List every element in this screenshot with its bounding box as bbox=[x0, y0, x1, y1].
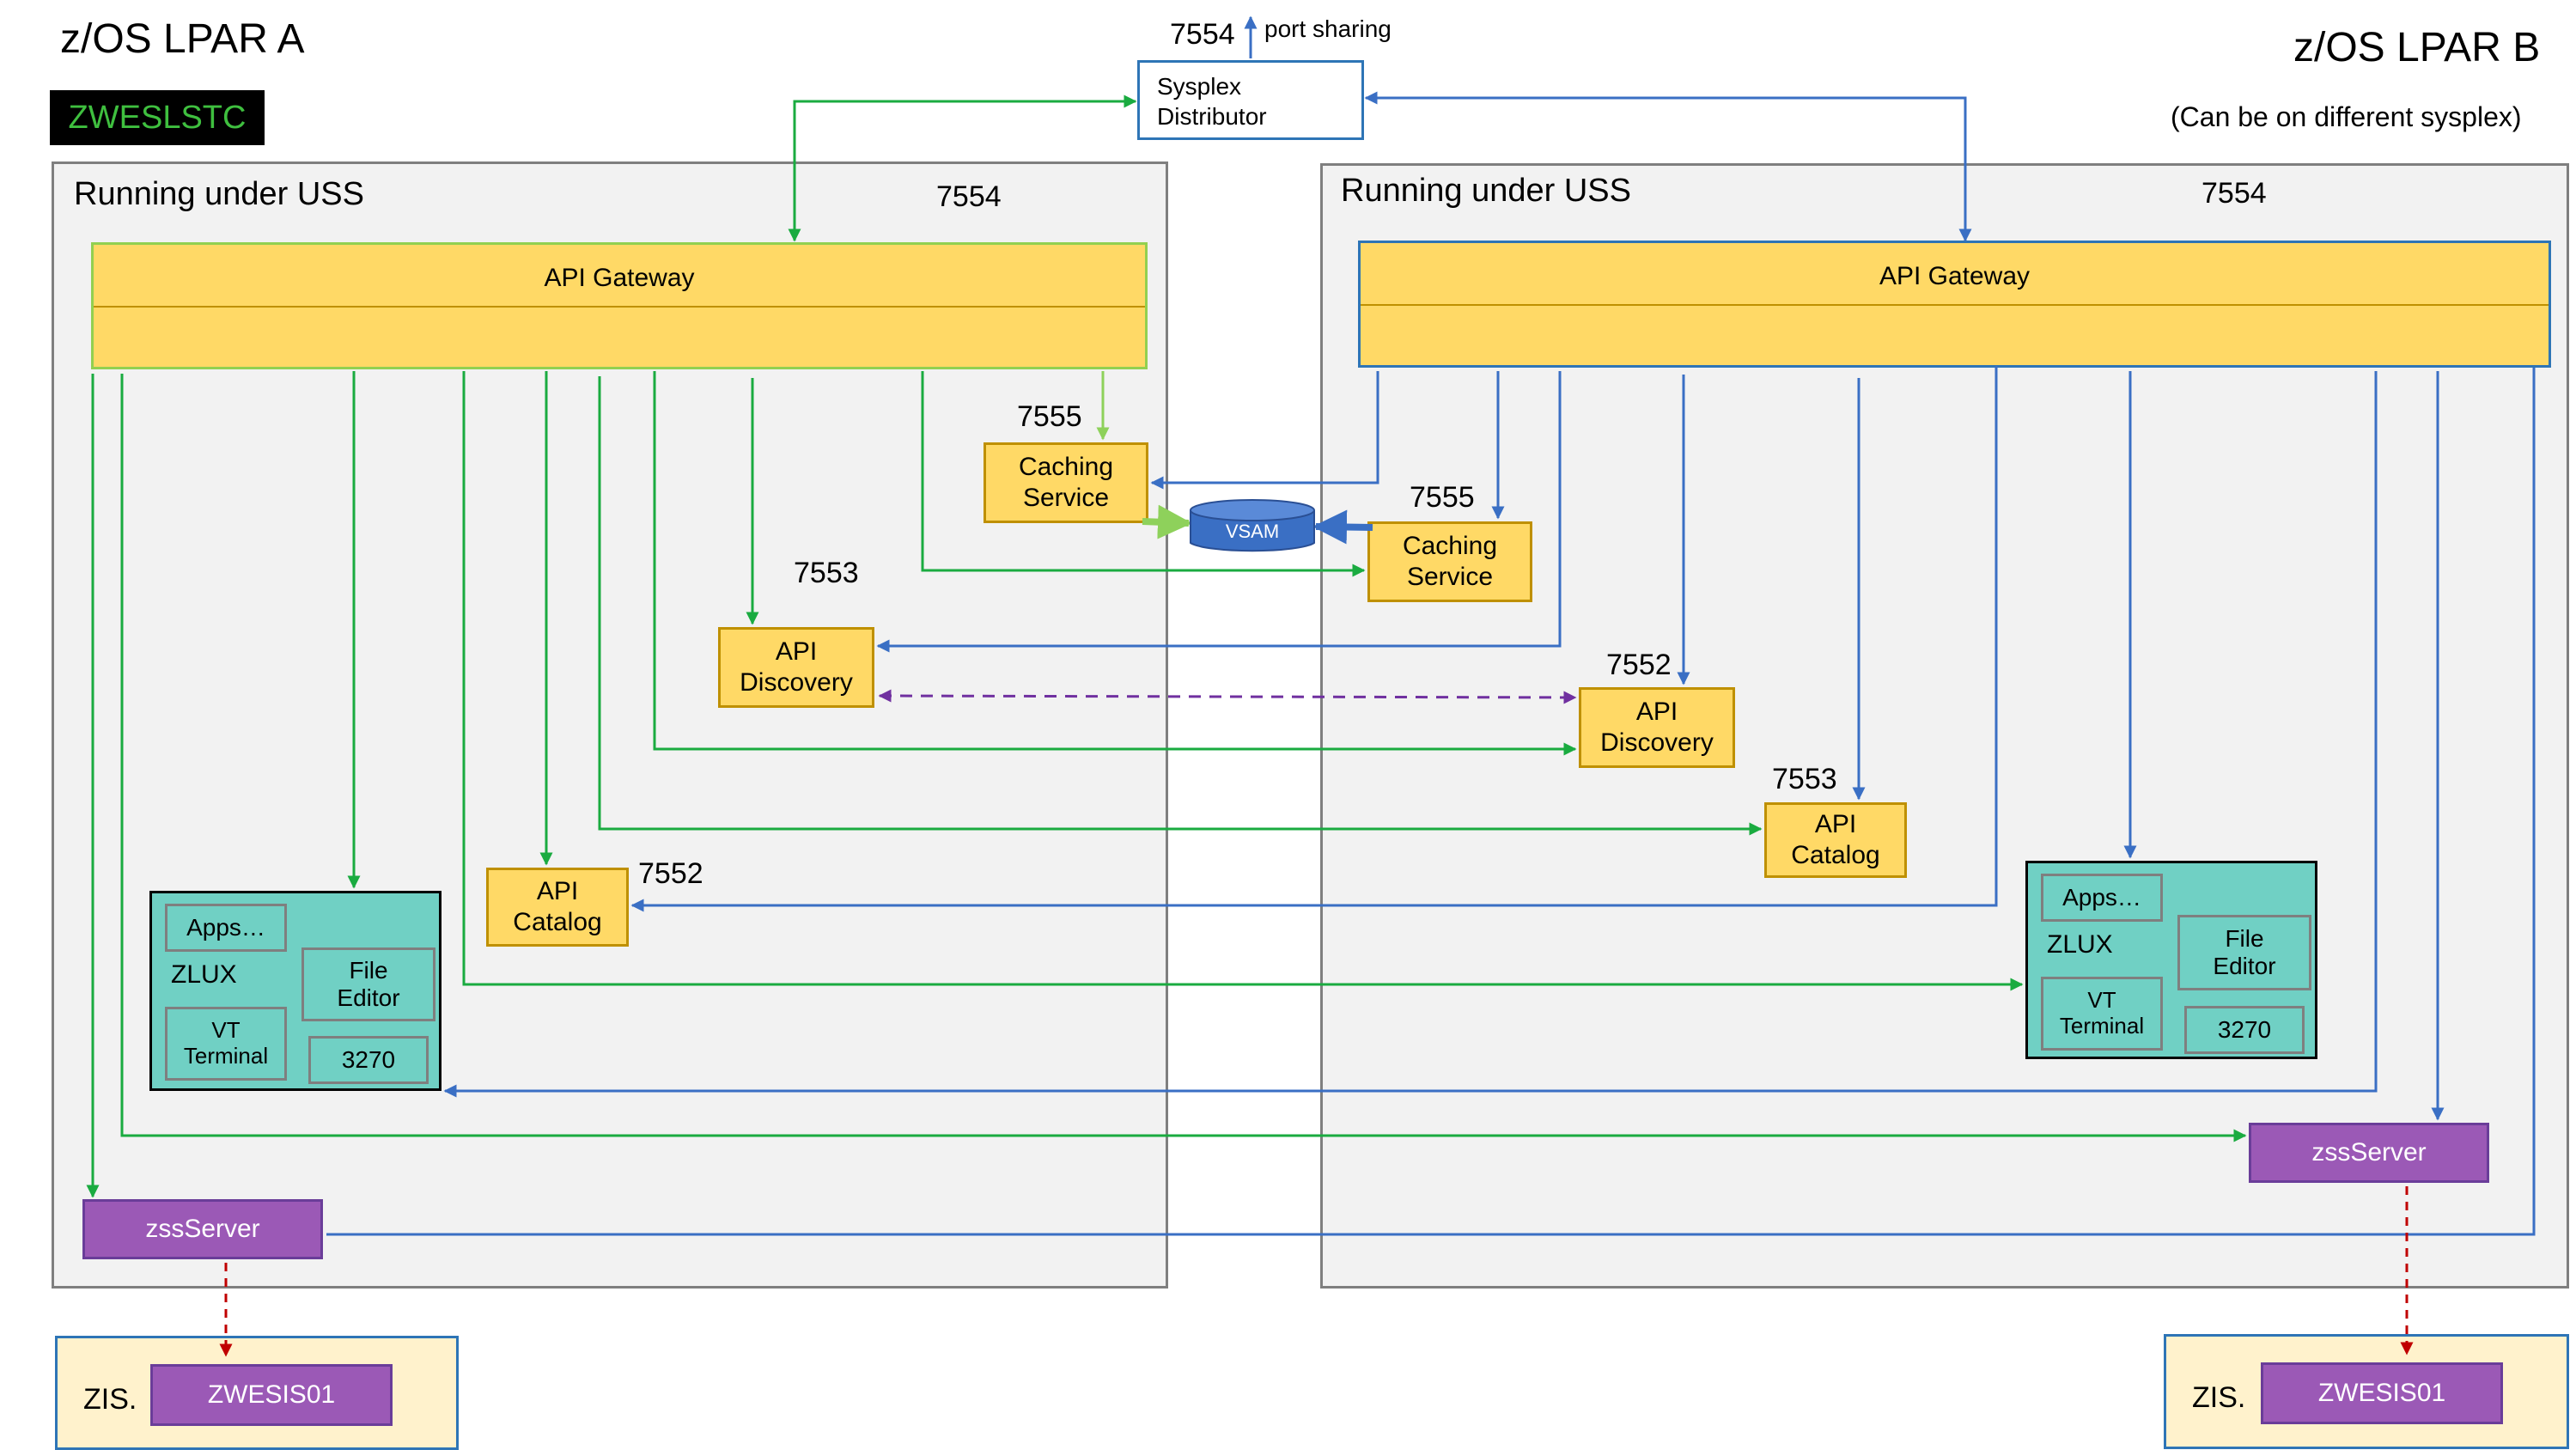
sysplex-port: 7554 bbox=[1170, 18, 1235, 51]
gw-b-to-caching-a bbox=[1150, 371, 1379, 490]
sysplex-to-gateway-b bbox=[1364, 91, 1972, 242]
caching-port-b: 7555 bbox=[1410, 481, 1475, 514]
sysplex-distributor-label: Sysplex Distributor bbox=[1157, 73, 1267, 130]
caching-service-a-label: Caching Service bbox=[1018, 453, 1114, 512]
gw-a-to-zss-b bbox=[120, 374, 2247, 1142]
zlux-a-apps: Apps… bbox=[165, 904, 287, 952]
gw-b-to-discovery-a bbox=[876, 371, 1562, 653]
lpar-a-title: z/OS LPAR A bbox=[60, 16, 305, 62]
zis-a-label: ZIS. bbox=[83, 1383, 137, 1416]
gw-b-to-catalog-a bbox=[630, 366, 1998, 912]
zlux-a: Apps… ZLUX File Editor VT Terminal 3270 bbox=[149, 891, 442, 1091]
zlux-a-vt-terminal-label: VT Terminal bbox=[183, 1017, 269, 1069]
gw-b-to-zss-a bbox=[326, 368, 2536, 1236]
uss-label-a: Running under USS bbox=[74, 176, 364, 212]
zlux-a-3270: 3270 bbox=[308, 1036, 429, 1084]
api-gateway-b-divider bbox=[1361, 304, 2549, 306]
gw-a-to-catalog-b bbox=[598, 376, 1763, 836]
zlux-b-file-editor-label: File Editor bbox=[2213, 924, 2276, 979]
discovery-peer-link bbox=[878, 689, 1577, 704]
port-sharing-label: port sharing bbox=[1264, 15, 1392, 42]
zlux-a-vt-terminal: VT Terminal bbox=[165, 1007, 287, 1081]
zlux-b-3270: 3270 bbox=[2184, 1006, 2305, 1054]
caching-service-b: Caching Service bbox=[1367, 521, 1532, 602]
api-discovery-a: API Discovery bbox=[718, 627, 874, 708]
zss-server-b: zssServer bbox=[2249, 1123, 2489, 1183]
zlux-b-apps: Apps… bbox=[2041, 874, 2163, 922]
zlux-a-file-editor: File Editor bbox=[301, 947, 435, 1021]
stc-badge: ZWESLSTC bbox=[50, 90, 265, 145]
api-gateway-b-label: API Gateway bbox=[1879, 262, 2031, 290]
api-gateway-a-divider bbox=[94, 306, 1145, 308]
zlux-b-label: ZLUX bbox=[2047, 930, 2113, 959]
caching-port-a: 7555 bbox=[1017, 400, 1082, 433]
gw-b-to-zlux-a bbox=[443, 371, 2378, 1098]
vsam-label: VSAM bbox=[1226, 521, 1279, 542]
gw-a-to-discovery-b bbox=[653, 371, 1577, 756]
caching-service-b-label: Caching Service bbox=[1402, 532, 1498, 591]
caching-a-to-vsam bbox=[1142, 504, 1192, 539]
api-discovery-b-label: API Discovery bbox=[1600, 698, 1714, 757]
api-discovery-a-label: API Discovery bbox=[740, 637, 853, 697]
gw-a-to-zlux-b bbox=[462, 371, 2024, 991]
caching-service-a: Caching Service bbox=[984, 442, 1148, 523]
sysplex-distributor: Sysplex Distributor bbox=[1137, 60, 1364, 140]
discovery-port-b: 7552 bbox=[1606, 649, 1672, 681]
api-gateway-a: API Gateway bbox=[91, 242, 1148, 369]
api-catalog-b-label: API Catalog bbox=[1791, 810, 1880, 869]
api-gateway-b: API Gateway bbox=[1358, 241, 2551, 368]
catalog-port-a: 7552 bbox=[638, 857, 703, 890]
api-catalog-b: API Catalog bbox=[1764, 802, 1907, 878]
zis-b: ZIS. ZWESIS01 bbox=[2164, 1334, 2569, 1449]
gateway-port-b: 7554 bbox=[2201, 177, 2267, 210]
api-gateway-a-label: API Gateway bbox=[544, 264, 695, 292]
gw-a-to-caching-b bbox=[921, 371, 1366, 577]
api-catalog-a: API Catalog bbox=[486, 868, 629, 947]
zlux-b-vt-terminal: VT Terminal bbox=[2041, 977, 2163, 1051]
zlux-b: Apps… ZLUX File Editor VT Terminal 3270 bbox=[2025, 861, 2317, 1059]
zis-a-zwesis01: ZWESIS01 bbox=[150, 1364, 393, 1426]
zis-b-label: ZIS. bbox=[2192, 1381, 2246, 1414]
sysplex-to-gateway-a bbox=[788, 94, 1137, 242]
zlux-b-file-editor: File Editor bbox=[2177, 915, 2311, 990]
catalog-port-b: 7553 bbox=[1772, 763, 1837, 795]
zlux-b-vt-terminal-label: VT Terminal bbox=[2059, 987, 2145, 1039]
lpar-b-subtitle: (Can be on different sysplex) bbox=[2171, 101, 2522, 132]
vsam-cylinder bbox=[1190, 499, 1315, 552]
lpar-b-title: z/OS LPAR B bbox=[2293, 25, 2541, 70]
api-catalog-a-label: API Catalog bbox=[513, 877, 602, 936]
zss-server-a: zssServer bbox=[82, 1199, 323, 1259]
api-discovery-b: API Discovery bbox=[1579, 687, 1735, 768]
discovery-port-a: 7553 bbox=[794, 557, 859, 589]
zis-b-zwesis01: ZWESIS01 bbox=[2261, 1362, 2503, 1424]
zlux-a-label: ZLUX bbox=[171, 960, 237, 989]
zlux-a-file-editor-label: File Editor bbox=[337, 956, 400, 1011]
